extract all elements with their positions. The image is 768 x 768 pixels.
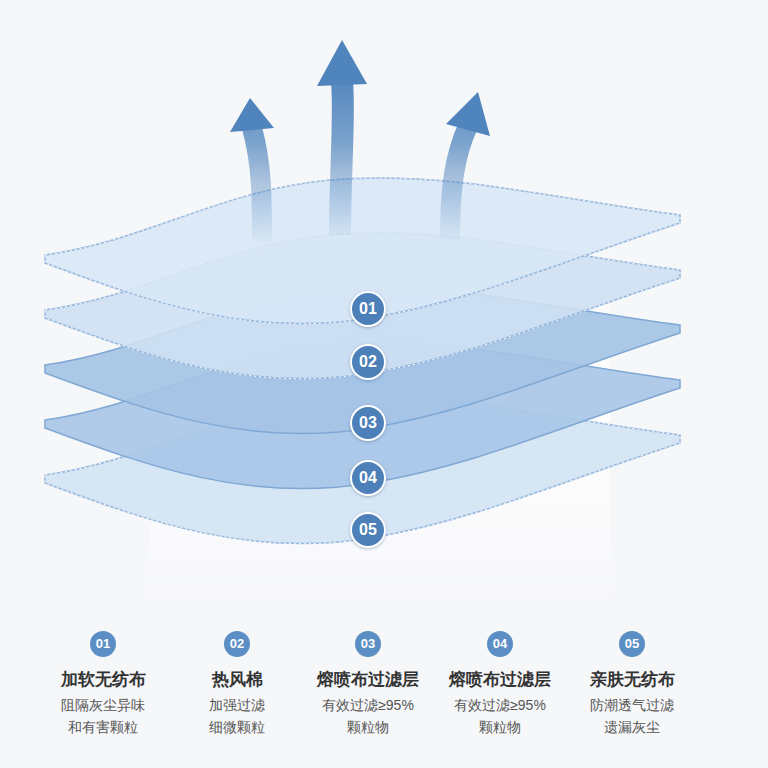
airflow-arrow (340, 82, 343, 235)
callout-number: 04 (487, 631, 513, 657)
layer-name: 热风棉 (169, 669, 305, 691)
arrow-head (317, 40, 367, 86)
airflow-arrow (450, 126, 468, 240)
layer-description-text: 加强过滤 细微颗粒 (182, 695, 292, 738)
layer-description-text: 阻隔灰尘异味 和有害颗粒 (48, 695, 158, 738)
callout-number: 04 (359, 470, 377, 486)
callout-circle: 02 (350, 344, 386, 380)
layer-name: 熔喷布过滤层 (432, 669, 568, 691)
airflow-arrow (252, 128, 262, 245)
callout-number: 02 (224, 631, 250, 657)
layer-name: 亲肤无纺布 (564, 669, 700, 691)
callout-circle: 04 (350, 460, 386, 496)
callout-number: 01 (359, 301, 377, 317)
arrow-head (446, 92, 490, 136)
callout-circle: 05 (350, 512, 386, 548)
layer-description-text: 有效过滤≥95% 颗粒物 (445, 695, 555, 738)
layer-description: 04 熔喷布过滤层有效过滤≥95% 颗粒物 (432, 631, 568, 738)
layer-name: 熔喷布过滤层 (300, 669, 436, 691)
callout-number: 03 (359, 415, 377, 431)
layer-description-text: 有效过滤≥95% 颗粒物 (313, 695, 423, 738)
layer-description: 05 亲肤无纺布防潮透气过滤 遗漏灰尘 (564, 631, 700, 738)
callout-circle: 01 (350, 291, 386, 327)
layer-description: 01 加软无纺布阻隔灰尘异味 和有害颗粒 (35, 631, 171, 738)
callout-number: 01 (90, 631, 116, 657)
callout-number: 02 (359, 354, 377, 370)
arrow-head (230, 98, 274, 132)
callout-circle: 03 (350, 405, 386, 441)
layer-sheet (45, 178, 680, 324)
layer-description: 02 热风棉加强过滤 细微颗粒 (169, 631, 305, 738)
sheet-texture (45, 178, 680, 324)
layer-description: 03 熔喷布过滤层有效过滤≥95% 颗粒物 (300, 631, 436, 738)
callout-number: 05 (359, 522, 377, 538)
layer-description-text: 防潮透气过滤 遗漏灰尘 (577, 695, 687, 738)
callout-number: 05 (619, 631, 645, 657)
layer-name: 加软无纺布 (35, 669, 171, 691)
callout-number: 03 (355, 631, 381, 657)
